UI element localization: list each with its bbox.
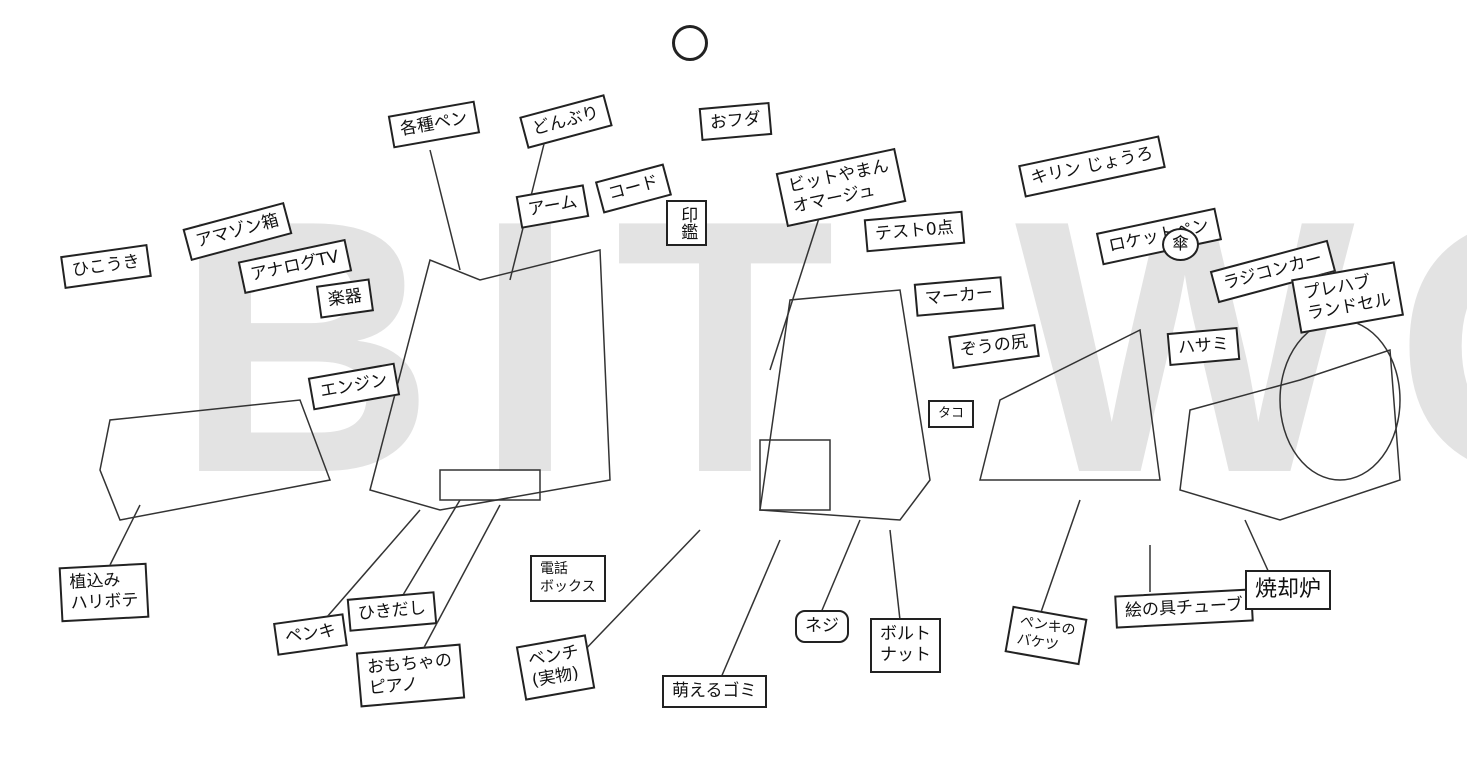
label-burnable-trash: 萌えるゴミ: [662, 675, 767, 709]
label-screw: ネジ: [795, 610, 849, 644]
label-seal: 印鑑: [666, 200, 708, 246]
label-phone-box: 電話 ボックス: [530, 555, 606, 602]
label-hedge: 植込み ハリボテ: [58, 562, 150, 622]
clock-icon: [672, 25, 708, 61]
label-umbrella: 傘: [1162, 228, 1199, 262]
label-ofuda: おフダ: [698, 101, 773, 142]
label-toy-piano: おもちゃの ピアノ: [355, 643, 466, 707]
label-bolt-nut: ボルト ナット: [870, 618, 941, 673]
label-scissors: ハサミ: [1166, 326, 1241, 367]
label-incinerator: 焼却炉: [1245, 570, 1332, 610]
label-octopus: タコ: [928, 400, 975, 429]
